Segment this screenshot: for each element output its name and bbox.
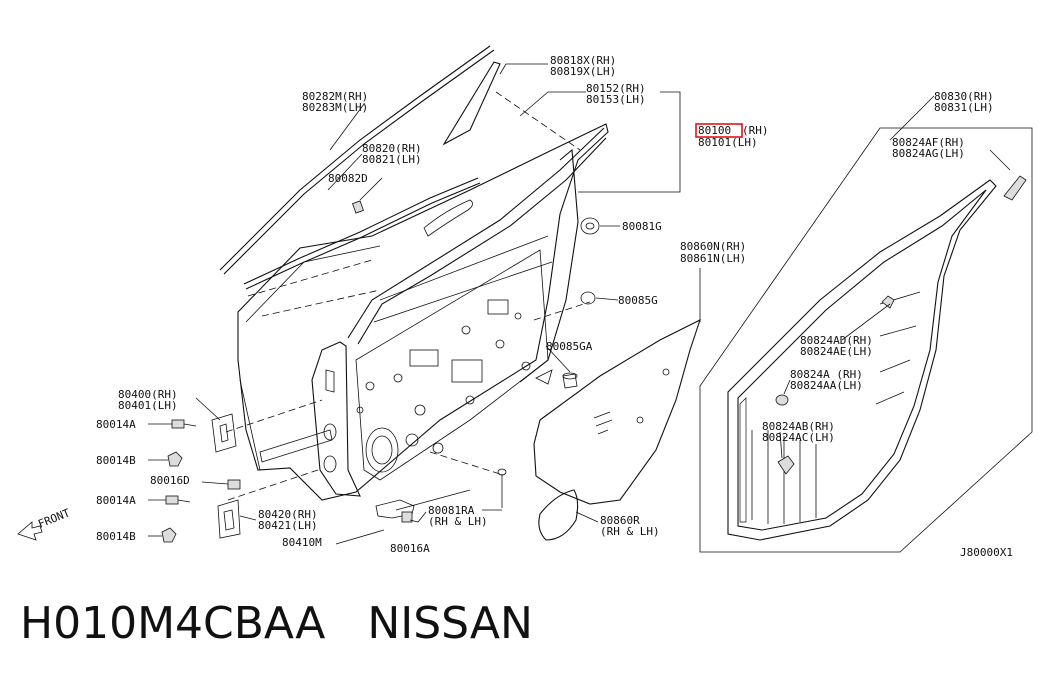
label-80282m: 80282M(RH) bbox=[302, 90, 368, 103]
label-80085ga: 80085GA bbox=[546, 340, 593, 353]
sealing-screen-80860n bbox=[533, 318, 701, 505]
window-moulding-inner bbox=[243, 177, 481, 290]
door-outer-panel bbox=[237, 123, 609, 501]
upper-hinge bbox=[211, 413, 237, 453]
bolt-80016d bbox=[227, 479, 241, 490]
front-arrow bbox=[17, 521, 43, 541]
door-check-link bbox=[375, 489, 471, 523]
label-80831: 80831(LH) bbox=[934, 101, 994, 114]
diagram-code: J80000X1 bbox=[960, 546, 1013, 559]
nut-80014b-1 bbox=[167, 451, 183, 467]
label-80824ag: 80824AG(LH) bbox=[892, 147, 965, 160]
body-side-weatherstrip bbox=[727, 175, 1027, 541]
plug-80085ga bbox=[562, 372, 578, 389]
label-80410m: 80410M bbox=[282, 536, 322, 549]
bolt-80014a-1 bbox=[171, 419, 197, 429]
lower-hinge bbox=[217, 499, 241, 539]
label-80081g: 80081G bbox=[622, 220, 662, 233]
label-80821: 80821(LH) bbox=[362, 153, 422, 166]
sealing-screen-80860r bbox=[538, 489, 579, 541]
label-80014b-2: 80014B bbox=[96, 530, 136, 543]
window-moulding-outer bbox=[219, 45, 495, 275]
label-80860n: 80860N(RH) bbox=[680, 240, 746, 253]
nut-80014b-2 bbox=[161, 527, 177, 543]
label-80820: 80820(RH) bbox=[362, 142, 422, 155]
label-80101: 80101(LH) bbox=[698, 136, 758, 149]
label-front: FRONT bbox=[36, 506, 72, 531]
label-80283m: 80283M(LH) bbox=[302, 101, 368, 114]
label-80421: 80421(LH) bbox=[258, 519, 318, 532]
label-80153: 80153(LH) bbox=[586, 93, 646, 106]
clip-80082d bbox=[352, 200, 364, 214]
plug-80085g bbox=[580, 291, 596, 305]
label-80016d: 80016D bbox=[150, 474, 190, 487]
label-80420: 80420(RH) bbox=[258, 508, 318, 521]
label-80016a: 80016A bbox=[390, 542, 430, 555]
label-80824aa: 80824AA(LH) bbox=[790, 379, 863, 392]
sash-tape bbox=[442, 61, 501, 146]
label-80081ra-side: (RH & LH) bbox=[428, 515, 488, 528]
part-number-title: H010M4CBAA NISSAN bbox=[20, 598, 533, 649]
label-80824ae: 80824AE(LH) bbox=[800, 345, 873, 358]
selected-part-highlight bbox=[695, 123, 743, 138]
label-80861n: 80861N(LH) bbox=[680, 252, 746, 265]
label-80085g: 80085G bbox=[618, 294, 658, 307]
door-inner-frame bbox=[259, 127, 607, 497]
label-80014a-2: 80014A bbox=[96, 494, 136, 507]
label-80400: 80400(RH) bbox=[118, 388, 178, 401]
weatherstrip-box bbox=[699, 127, 1033, 553]
pin-80081ra bbox=[497, 468, 507, 508]
label-80824ad: 80824AD(RH) bbox=[800, 334, 873, 347]
label-80014a-1: 80014A bbox=[96, 418, 136, 431]
leader-lines bbox=[148, 63, 1011, 545]
label-80818x: 80818X(RH) bbox=[550, 54, 616, 67]
label-80152: 80152(RH) bbox=[586, 82, 646, 95]
door-handle-recess bbox=[423, 199, 473, 237]
label-80830: 80830(RH) bbox=[934, 90, 994, 103]
label-80401: 80401(LH) bbox=[118, 399, 178, 412]
label-80819x: 80819X(LH) bbox=[550, 65, 616, 78]
label-80860r-side: (RH & LH) bbox=[600, 525, 660, 538]
label-80824a: 80824A (RH) bbox=[790, 368, 863, 381]
label-80081ra: 80081RA bbox=[428, 504, 475, 517]
label-80082d: 80082D bbox=[328, 172, 368, 185]
label-80824ac: 80824AC(LH) bbox=[762, 431, 835, 444]
label-80014b-1: 80014B bbox=[96, 454, 136, 467]
bolt-80014a-2 bbox=[165, 495, 191, 505]
label-80824af: 80824AF(RH) bbox=[892, 136, 965, 149]
label-80100[interactable]: 80100 bbox=[698, 124, 731, 137]
grommet-80081g bbox=[580, 217, 600, 235]
label-80824ab: 80824AB(RH) bbox=[762, 420, 835, 433]
label-80860r: 80860R bbox=[600, 514, 640, 527]
label-80100-rh: (RH) bbox=[742, 124, 769, 137]
